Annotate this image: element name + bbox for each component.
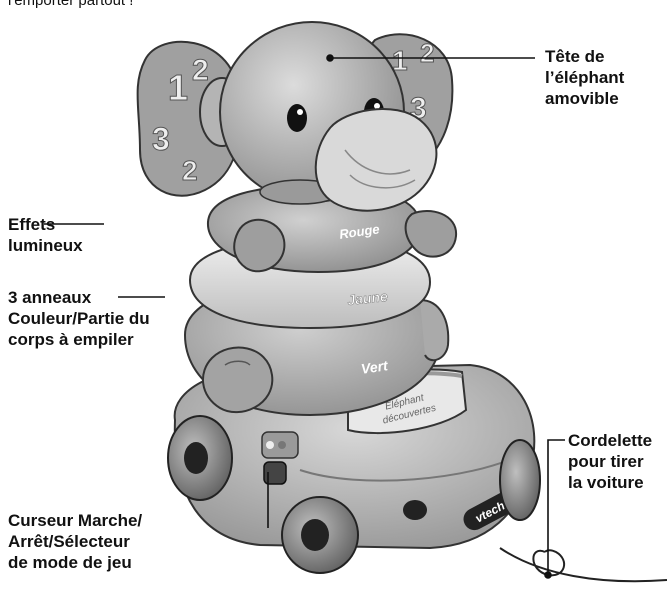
callout-switch-line-2: Arrêt/Sélecteur — [8, 531, 142, 552]
elephant-hand-left — [234, 220, 284, 271]
callout-rings-line-3: corps à empiler — [8, 329, 150, 350]
ear-left-number-2: 2 — [192, 54, 209, 87]
ear-left-number-3: 3 — [152, 121, 170, 157]
callout-lights-line-1: Effets — [8, 214, 83, 235]
elephant-trunk — [316, 109, 437, 211]
callout-rings: 3 anneaux Couleur/Partie du corps à empi… — [8, 287, 150, 350]
eye-left — [287, 104, 307, 132]
ear-left-number-4: 2 — [182, 155, 198, 186]
callout-head-line-3: amovible — [545, 88, 624, 109]
pull-string — [500, 548, 667, 581]
callout-rings-line-1: 3 anneaux — [8, 287, 150, 308]
leader-string — [548, 440, 565, 575]
callout-string-line-3: la voiture — [568, 472, 652, 493]
elephant-hand-right — [406, 211, 457, 257]
callout-head: Tête de l’éléphant amovible — [545, 46, 624, 109]
callout-rings-line-2: Couleur/Partie du — [8, 308, 150, 329]
callout-string-line-2: pour tirer — [568, 451, 652, 472]
ear-right-number-2: 2 — [420, 38, 434, 68]
callout-switch: Curseur Marche/ Arrêt/Sélecteur de mode … — [8, 510, 142, 573]
callout-string: Cordelette pour tirer la voiture — [568, 430, 652, 493]
ear-left-number-1: 1 — [168, 67, 188, 108]
callout-head-line-1: Tête de — [545, 46, 624, 67]
callout-switch-line-3: de mode de jeu — [8, 552, 142, 573]
elephant-foot — [203, 348, 272, 413]
callout-string-line-1: Cordelette — [568, 430, 652, 451]
wheel-right — [500, 440, 540, 520]
callout-head-line-2: l’éléphant — [545, 67, 624, 88]
callout-lights: Effets lumineux — [8, 214, 83, 256]
callout-lights-line-2: lumineux — [8, 235, 83, 256]
callout-switch-line-1: Curseur Marche/ — [8, 510, 142, 531]
